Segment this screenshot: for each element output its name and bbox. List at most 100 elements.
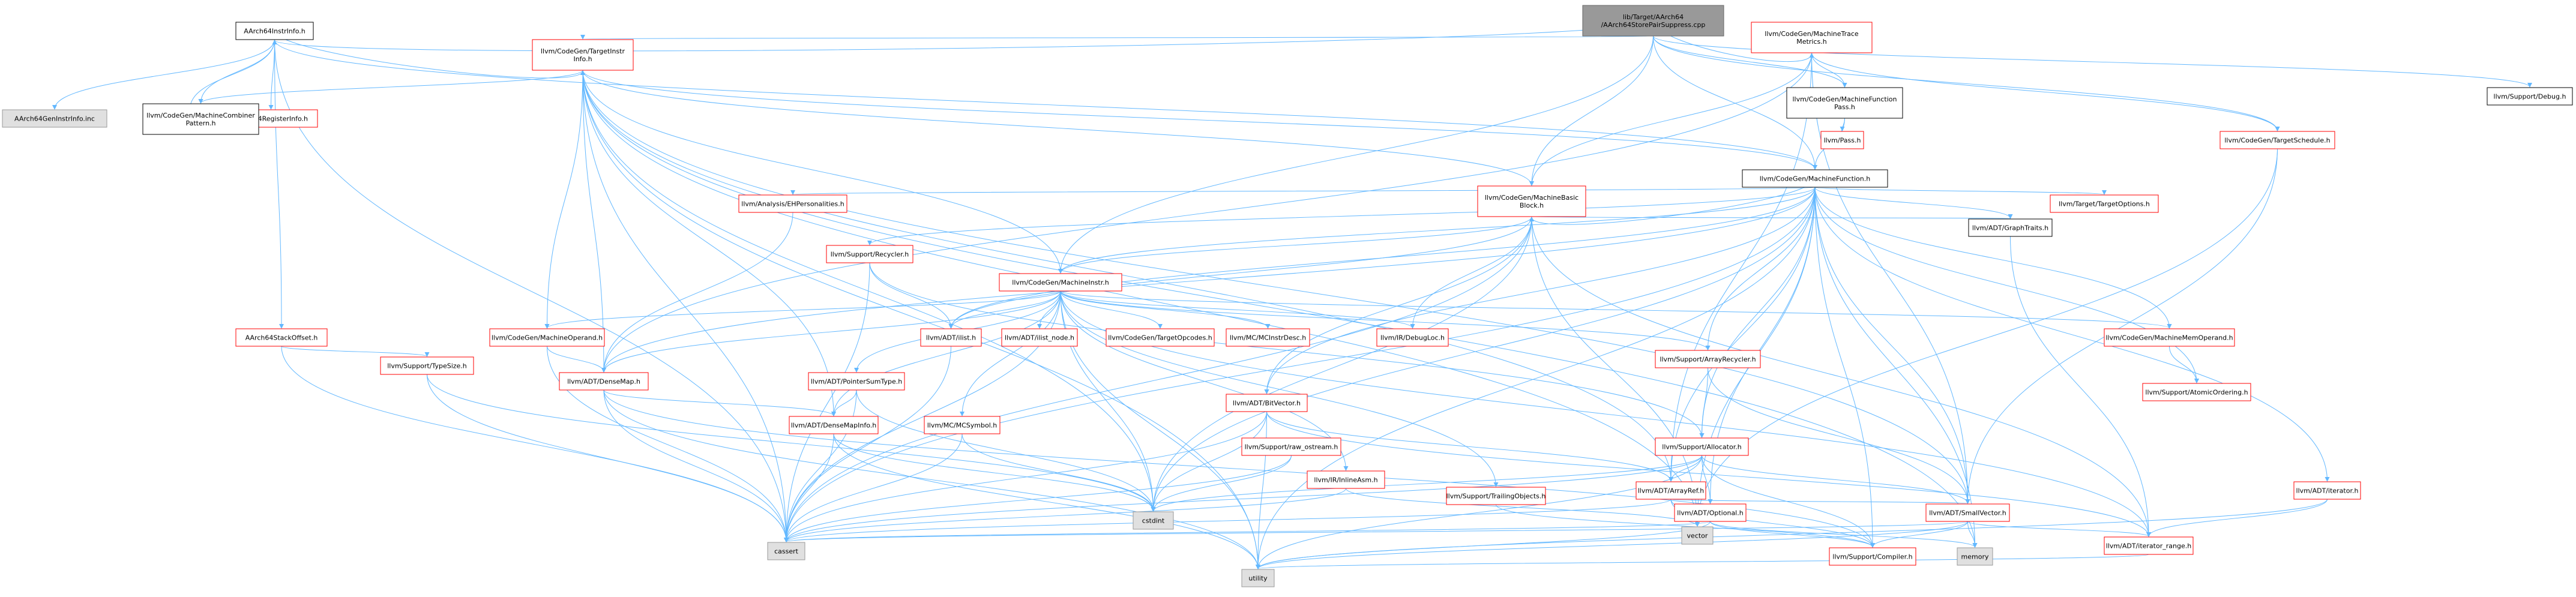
node-memory[interactable]: memory (1957, 547, 1993, 566)
node-root[interactable]: lib/Target/AArch64/AArch64StorePairSuppr… (1582, 5, 1724, 37)
node-dbgloc[interactable]: llvm/IR/DebugLoc.h (1376, 328, 1449, 347)
edge-bitvector-to-arrayref (1266, 411, 1673, 482)
node-dmi[interactable]: llvm/ADT/DenseMapInfo.h (789, 416, 879, 434)
edge-mi-to-mcid (1060, 290, 1271, 329)
node-graphtraits[interactable]: llvm/ADT/GraphTraits.h (1968, 218, 2053, 237)
node-optional[interactable]: llvm/ADT/Optional.h (1674, 503, 1747, 522)
node-box (924, 416, 1001, 434)
edge-instrinfo-to-combiner (198, 39, 275, 104)
edge-rawos-to-cassert (784, 455, 1292, 542)
edge-mtm-to-smallvector (1811, 52, 1970, 504)
node-atomic[interactable]: llvm/Support/AtomicOrdering.h (2142, 383, 2251, 401)
edge-densemap-to-compiler (603, 389, 1875, 548)
node-smallvector[interactable]: llvm/ADT/SmallVector.h (1925, 503, 2010, 522)
node-mo[interactable]: llvm/CodeGen/MachineOperand.h (489, 328, 605, 347)
node-arrayref[interactable]: llvm/ADT/ArrayRef.h (1636, 481, 1706, 500)
node-utility[interactable]: utility (1241, 569, 1275, 587)
node-mcsym[interactable]: llvm/MC/MCSymbol.h (924, 416, 1001, 434)
node-label: lib/Target/AArch64 (1623, 13, 1684, 21)
node-iterrange[interactable]: llvm/ADT/iterator_range.h (2104, 536, 2194, 555)
node-debug[interactable]: llvm/Support/Debug.h (2487, 87, 2573, 106)
edge-mbb-to-cstdint (1151, 216, 1532, 512)
edge-mi-to-dmi (831, 290, 1061, 416)
node-tgtops[interactable]: llvm/CodeGen/TargetOpcodes.h (1106, 328, 1215, 347)
edge-tii-to-mf (582, 70, 1817, 170)
node-label: Info.h (573, 55, 592, 63)
edge-stackoff-to-typesize (281, 346, 430, 357)
edge-mf-to-ehp (792, 187, 1816, 195)
edge-mf-to-utility (1256, 187, 1816, 569)
node-stackoff[interactable]: AArch64StackOffset.h (235, 328, 328, 347)
node-vector[interactable]: vector (1681, 526, 1714, 545)
node-rawos[interactable]: llvm/Support/raw_ostream.h (1241, 437, 1341, 456)
node-typesize[interactable]: llvm/Support/TypeSize.h (380, 356, 474, 375)
node-box (235, 22, 314, 40)
node-label: llvm/CodeGen/MachineInstr.h (1012, 279, 1109, 287)
node-inlineasm[interactable]: llvm/IR/InlineAsm.h (1307, 470, 1385, 489)
edge-mtm-to-arrayref (1669, 52, 1812, 482)
node-ehp[interactable]: llvm/Analysis/EHPersonalities.h (738, 194, 847, 213)
node-arrayrecycler[interactable]: llvm/Support/ArrayRecycler.h (1655, 350, 1761, 368)
edge-tii-to-cstdint (582, 70, 1156, 512)
edge-graphtraits-to-iterrange (2010, 236, 2151, 537)
node-cstdint[interactable]: cstdint (1133, 511, 1174, 530)
node-box (2, 109, 107, 128)
edge-allocator-to-optional (1702, 455, 1713, 504)
node-pass[interactable]: llvm/Pass.h (1820, 131, 1864, 149)
edge-tii-to-densemap (582, 70, 606, 373)
node-ilist[interactable]: llvm/ADT/ilist.h (920, 328, 982, 347)
node-targetopts[interactable]: llvm/Target/TargetOptions.h (2050, 194, 2159, 213)
edge-mbb-to-cassert (784, 216, 1532, 542)
node-iterator[interactable]: llvm/ADT/iterator.h (2293, 481, 2361, 500)
node-mcid[interactable]: llvm/MC/MCInstrDesc.h (1226, 328, 1310, 347)
node-recycler[interactable]: llvm/Support/Recycler.h (826, 245, 913, 263)
node-bitvector[interactable]: llvm/ADT/BitVector.h (1226, 394, 1308, 412)
edge-allocator-to-cassert (784, 455, 1702, 542)
node-mmo[interactable]: llvm/CodeGen/MachineMemOperand.h (2104, 328, 2235, 347)
edge-instrinfo-to-tii (274, 31, 585, 79)
node-densemap[interactable]: llvm/ADT/DenseMap.h (559, 372, 649, 391)
node-mf[interactable]: llvm/CodeGen/MachineFunction.h (1742, 169, 1888, 188)
edge-mf-to-arrayrecycler (1705, 187, 1816, 350)
node-box (808, 372, 905, 391)
node-compiler[interactable]: llvm/Support/Compiler.h (1829, 547, 1916, 566)
node-label: llvm/ADT/GraphTraits.h (1972, 224, 2048, 232)
edge-smallvector-to-iterrange (1967, 521, 2151, 537)
edge-recycler-to-allocator (869, 262, 1705, 438)
node-tsched[interactable]: llvm/CodeGen/TargetSchedule.h (2219, 131, 2335, 149)
node-ilistnode[interactable]: llvm/ADT/ilist_node.h (1001, 328, 1078, 347)
node-allocator[interactable]: llvm/Support/Allocator.h (1655, 437, 1749, 456)
node-box (1655, 437, 1749, 456)
node-instrinfo[interactable]: AArch64InstrInfo.h (235, 22, 314, 40)
node-cassert[interactable]: cassert (767, 542, 805, 560)
node-label: llvm/Support/ArrayRecycler.h (1660, 356, 1756, 364)
edge-root-to-mf (1653, 35, 1817, 170)
edge-mf-to-mmo (1814, 187, 2172, 329)
node-layer: lib/Target/AArch64/AArch64StorePairSuppr… (2, 5, 2573, 587)
edge-mi-to-dbgloc (1060, 290, 1415, 329)
node-label: llvm/MC/MCSymbol.h (927, 422, 998, 430)
edge-root-to-mbb (1529, 35, 1654, 186)
node-geninstr[interactable]: AArch64GenInstrInfo.inc (2, 109, 107, 128)
edge-mbb-to-vector (1531, 216, 1700, 527)
node-box (789, 416, 879, 434)
node-label: AArch64InstrInfo.h (244, 28, 305, 35)
node-label: llvm/ADT/BitVector.h (1233, 400, 1301, 407)
node-label: AArch64GenInstrInfo.inc (14, 115, 95, 123)
node-box (380, 356, 474, 375)
node-trailing[interactable]: llvm/Support/TrailingObjects.h (1446, 487, 1546, 505)
node-ptrsum[interactable]: llvm/ADT/PointerSumType.h (808, 372, 905, 391)
node-label: memory (1961, 553, 1989, 561)
node-box (1820, 131, 1864, 149)
node-mi[interactable]: llvm/CodeGen/MachineInstr.h (999, 273, 1122, 292)
edge-mbb-to-mi (1058, 216, 1532, 274)
node-box (1829, 547, 1916, 566)
edge-tsched-to-smallvector (1965, 148, 2278, 504)
node-label: llvm/Support/TrailingObjects.h (1446, 493, 1546, 500)
edge-mcsym-to-cassert (784, 433, 963, 542)
